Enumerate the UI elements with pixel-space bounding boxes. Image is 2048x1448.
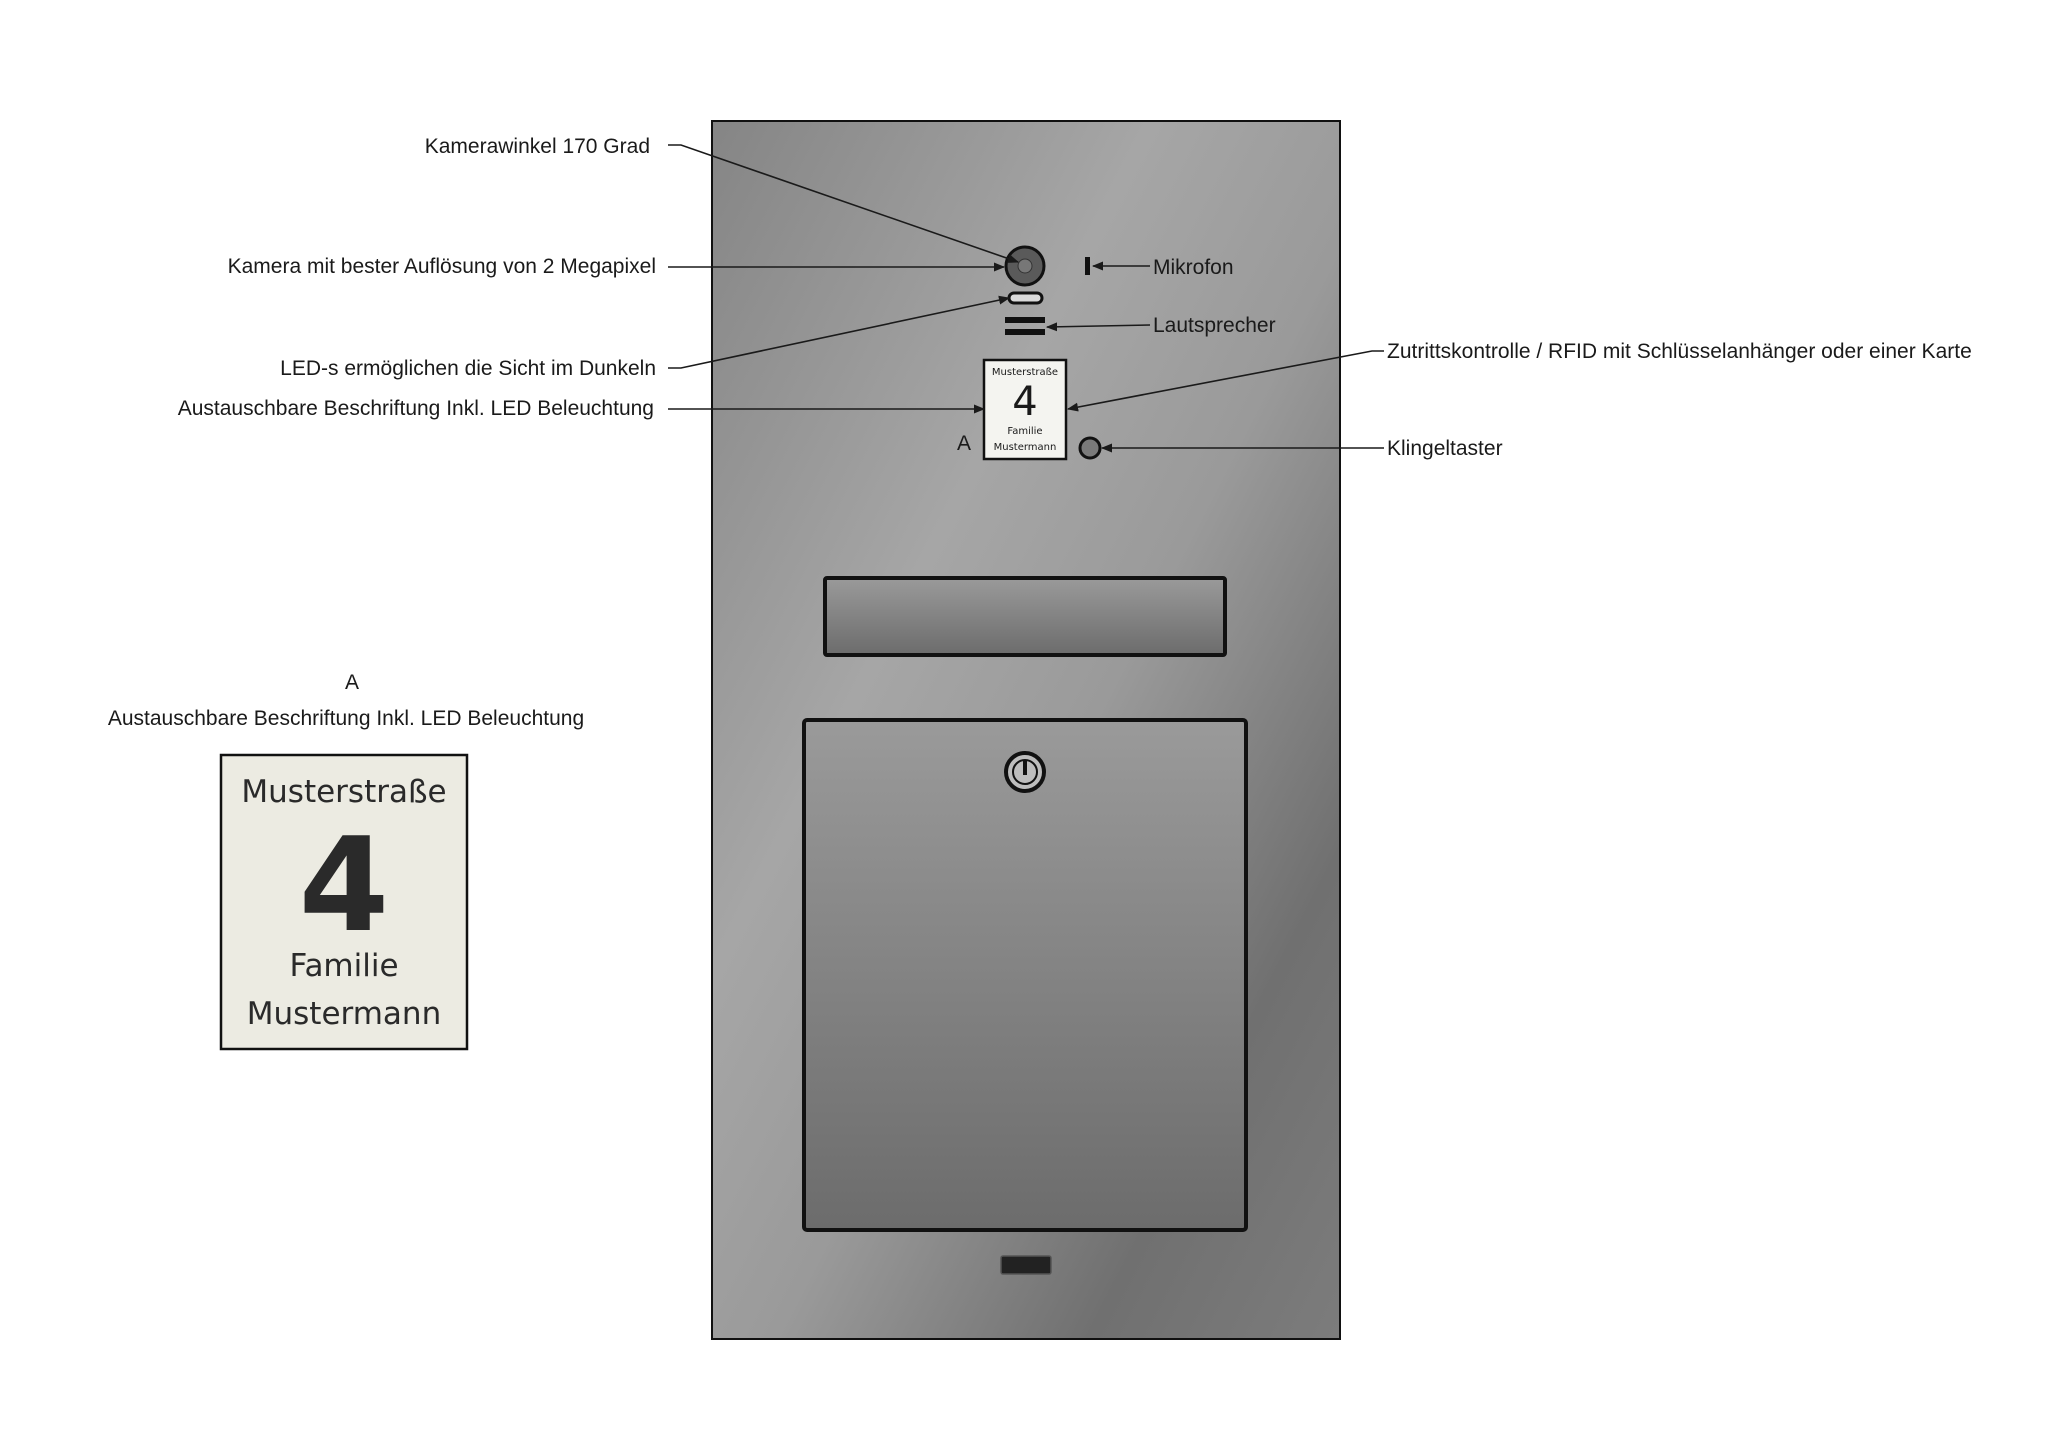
- nameplate-detail: Musterstraße 4 Familie Mustermann: [219, 753, 469, 1051]
- label-microphone: Mikrofon: [1153, 256, 1234, 279]
- mail-slot: [823, 576, 1227, 657]
- label-camera: Kamera mit bester Auflösung von 2 Megapi…: [228, 255, 656, 278]
- detail-marker: A: [345, 671, 359, 694]
- label-rfid: Zutrittskontrolle / RFID mit Schlüsselan…: [1387, 340, 1972, 363]
- leader-rfid: [1066, 350, 1384, 412]
- nameplate-small-street: Musterstraße: [992, 367, 1058, 378]
- mailbox-door: [802, 718, 1248, 1232]
- microphone-icon: [1085, 257, 1090, 275]
- bell-button: [1078, 436, 1102, 460]
- nameplate-detail-line1: Familie: [289, 948, 398, 984]
- nameplate-detail-line2: Mustermann: [247, 996, 441, 1032]
- brand-badge: [1000, 1255, 1052, 1275]
- camera-lens: [1004, 245, 1046, 287]
- leader-leds: [668, 295, 1011, 369]
- nameplate-small-line2: Mustermann: [994, 442, 1057, 453]
- speaker-grille: [1005, 317, 1045, 335]
- label-bell: Klingeltaster: [1387, 437, 1503, 460]
- nameplate-detail-number: 4: [299, 809, 389, 961]
- nameplate-small-number: 4: [1012, 379, 1037, 425]
- nameplate-detail-street: Musterstraße: [241, 774, 446, 810]
- leader-speaker: [1045, 322, 1151, 332]
- label-speaker: Lautsprecher: [1153, 314, 1276, 337]
- marker-a: A: [957, 432, 971, 455]
- led-strip: [1007, 291, 1044, 305]
- detail-caption: Austauschbare Beschriftung Inkl. LED Bel…: [108, 707, 584, 730]
- label-leds: LED-s ermöglichen die Sicht im Dunkeln: [280, 357, 656, 380]
- label-nameplate: Austauschbare Beschriftung Inkl. LED Bel…: [178, 397, 654, 420]
- nameplate-small: Musterstraße 4 Familie Mustermann: [982, 358, 1068, 461]
- label-camera-angle: Kamerawinkel 170 Grad: [425, 135, 650, 158]
- nameplate-small-line1: Familie: [1007, 426, 1042, 437]
- leader-camera-angle: [668, 144, 1020, 263]
- lock-icon: [1004, 751, 1046, 793]
